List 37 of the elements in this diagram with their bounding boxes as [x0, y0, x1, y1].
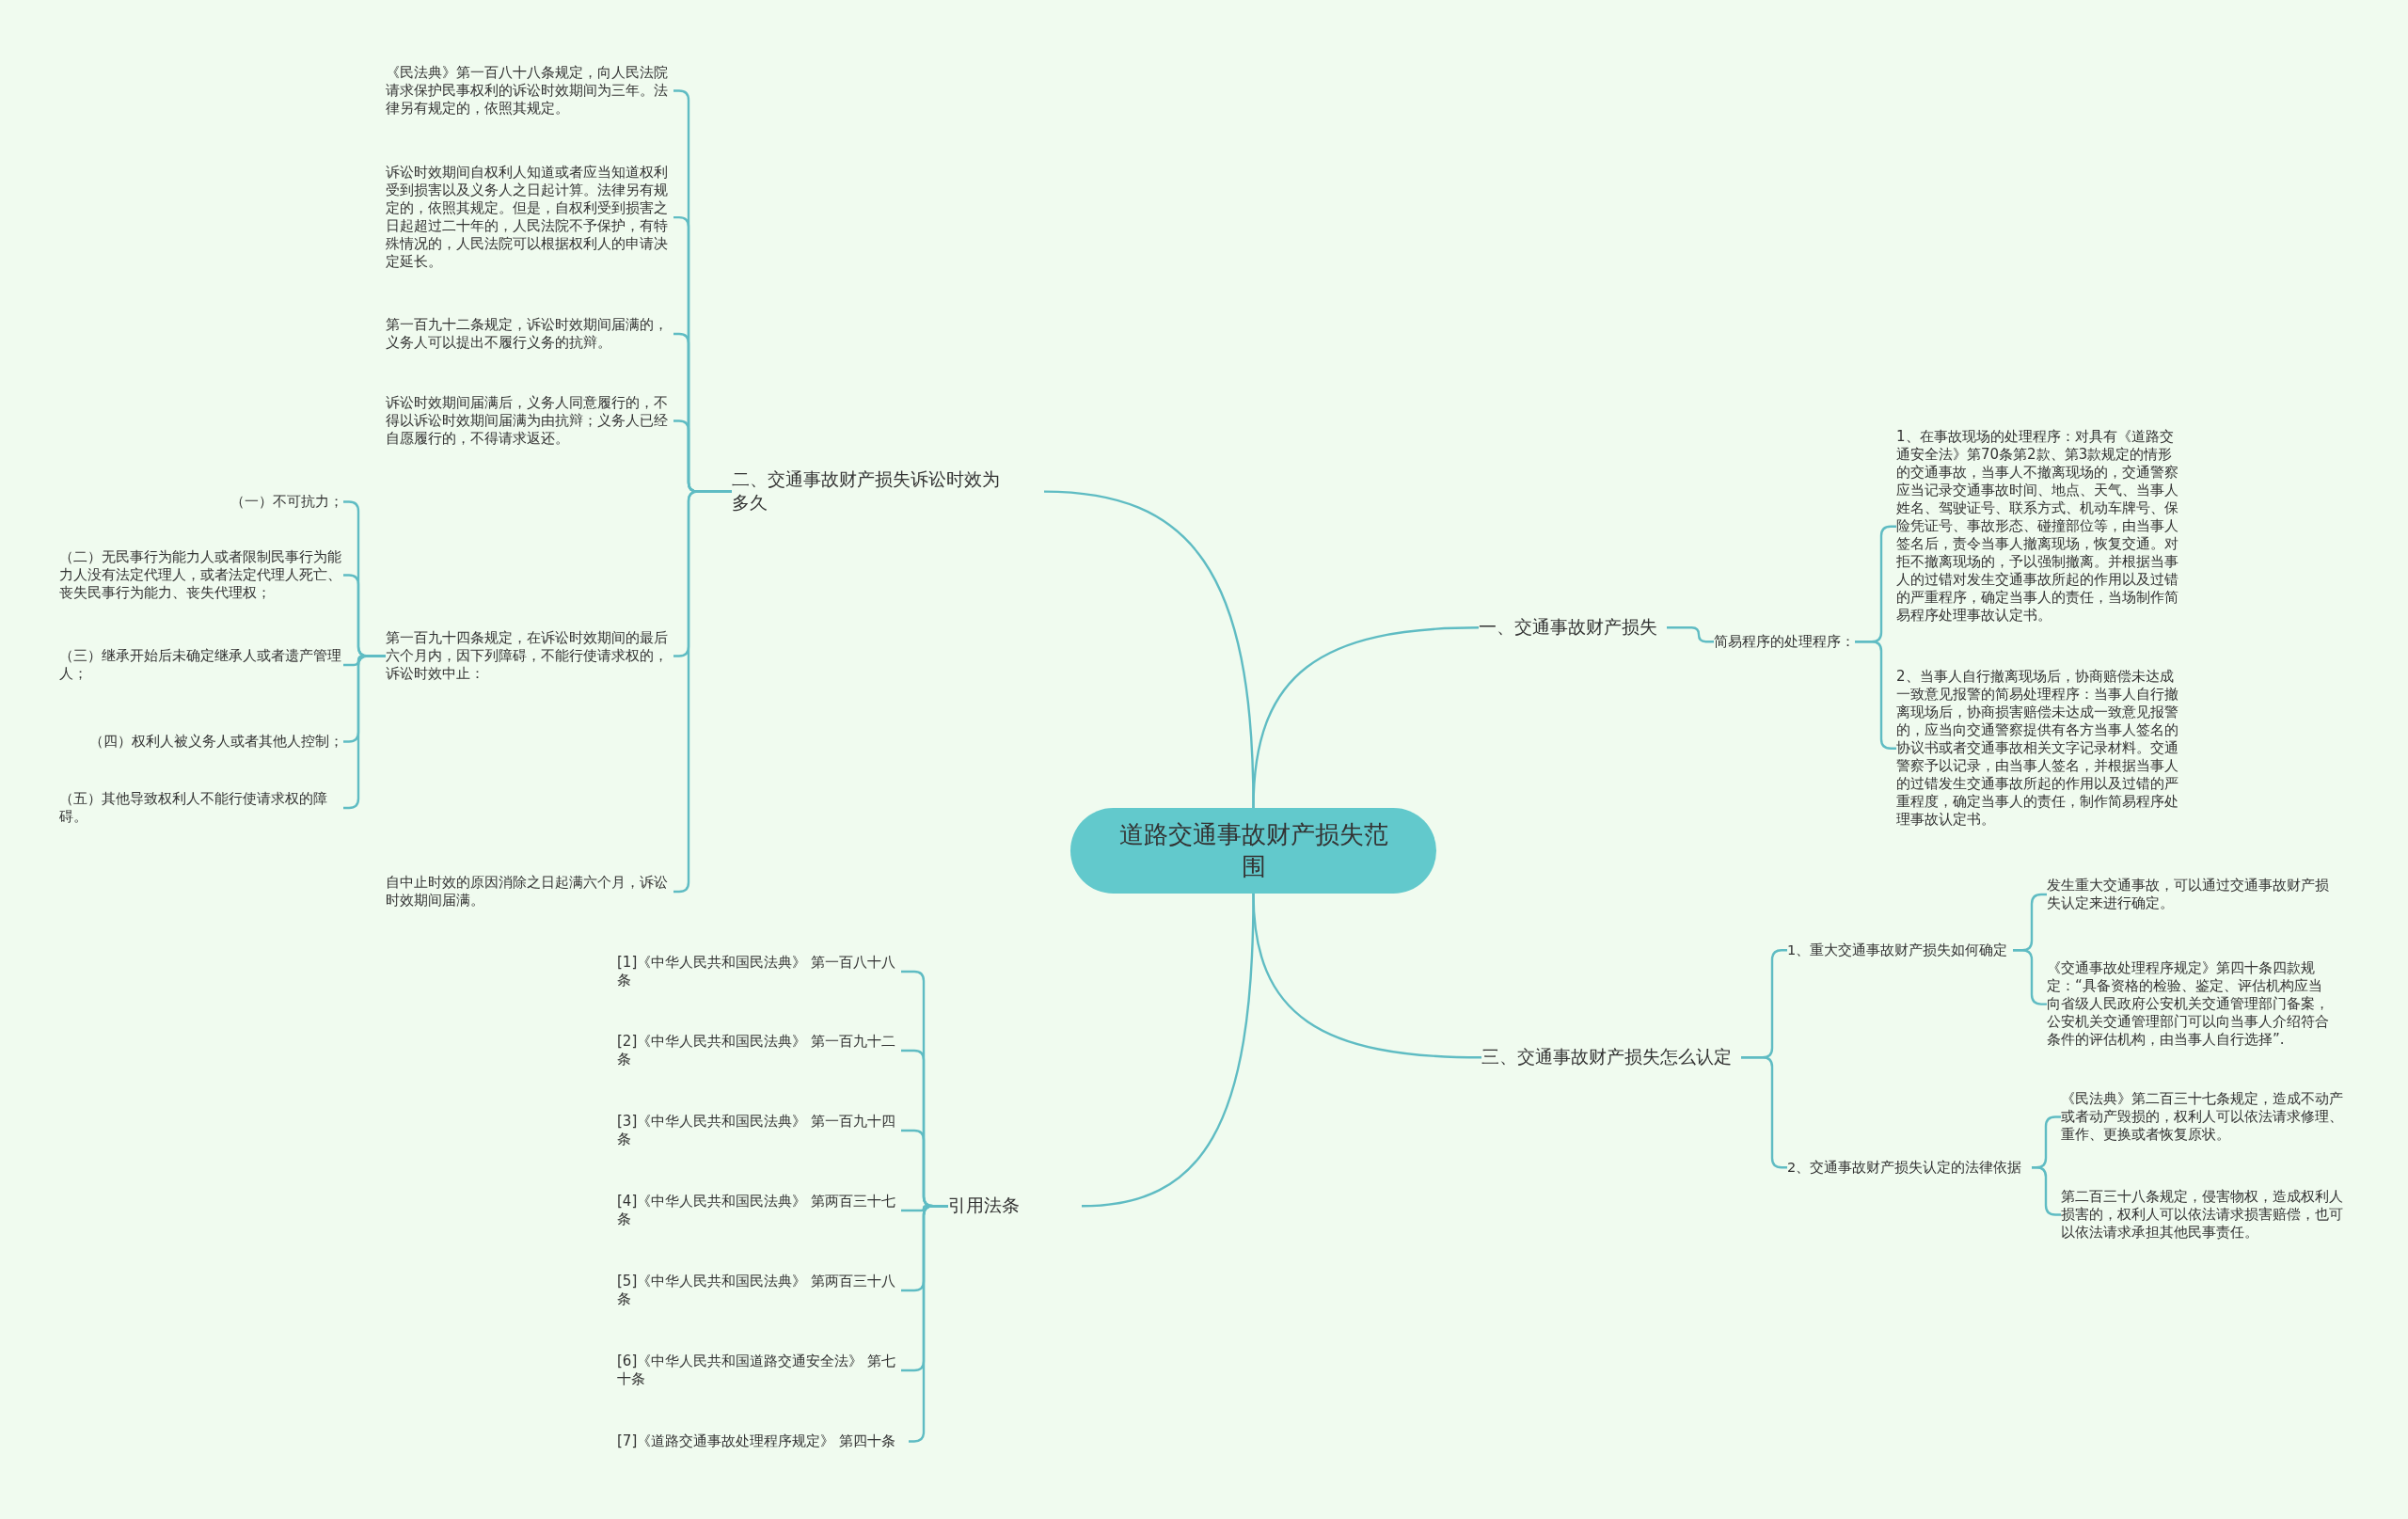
- note-text: 第一百九十二条规定，诉讼时效期间届满的，义务人可以提出不履行义务的抗辩。: [386, 316, 673, 353]
- note-text: （二）无民事行为能力人或者限制民事行为能力人没有法定代理人，或者法定代理人死亡、丧失民事行为能力、丧失代理权；: [59, 548, 343, 603]
- connector-line: [1043, 490, 1255, 809]
- branch-label: 二、交通事故财产损失诉讼时效为多久: [732, 468, 1044, 515]
- note-text: [4]《中华人民共和国民法典》 第两百三十七条: [617, 1193, 901, 1229]
- note-text: 诉讼时效期间自权利人知道或者应当知道权利受到损害以及义务人之日起计算。法律另有规定的，依照其规定。但是，自权利受到损害之日起超过二十年的，人民法院不予保护，有特殊情况的，人民法院可以根据权利人的申请决定延长。: [386, 164, 673, 272]
- note-text: 自中止时效的原因消除之日起满六个月，诉讼时效期间届满。: [386, 874, 673, 910]
- note-text: （五）其他导致权利人不能行使请求权的障碍。: [59, 790, 343, 827]
- connector-line: [2032, 1166, 2061, 1216]
- connector-line: [1081, 893, 1255, 1208]
- subtopic-label: 2、交通事故财产损失认定的法律依据: [1787, 1159, 2032, 1177]
- branch-label: 一、交通事故财产损失: [1479, 616, 1667, 640]
- connector-line: [2013, 949, 2047, 1005]
- note-text: （三）继承开始后未确定继承人或者遗产管理人；: [59, 647, 343, 684]
- subtopic-label: 简易程序的处理程序：: [1714, 633, 1855, 651]
- note-text: （四）权利人被义务人或者其他人控制；: [89, 733, 343, 752]
- branch-label: 引用法条: [948, 1195, 1082, 1218]
- note-text: [5]《中华人民共和国民法典》 第两百三十八条: [617, 1273, 901, 1309]
- note-text: [7]《道路交通事故处理程序规定》 第四十条: [617, 1432, 909, 1451]
- note-text: 2、当事人自行撤离现场后，协商赔偿未达成一致意见报警的简易处理程序：当事人自行撤离现场后，协商损害赔偿未达成一致意见报警的，应当向交通警察提供有各方当事人签名的协议书或者交通事故相关文字记录材料。交通警察予以记录，由当事人签名，并根据当事人的过错发生交通事故所起的作用以及过错的严重程度，确定当事人的责任，制作简易程序处理事故认定书。: [1896, 668, 2184, 830]
- note-text: 1、在事故现场的处理程序：对具有《道路交通安全法》第70条第2款、第3款规定的情形的交通事故，当事人不撤离现场的，交通警察应当记录交通事故时间、地点、天气、当事人姓名、驾驶证号、联系方式、机动车牌号、保险凭证号、事故形态、碰撞部位等，由当事人签名后，责令当事人撤离现场，恢复交通。对拒不撤离现场的，予以强制撤离。并根据当事人的过错对发生交通事故所起的作用以及过错的严重程序，确定当事人的责任，当场制作简易程序处理事故认定书。: [1896, 428, 2184, 625]
- connector-line: [1667, 626, 1714, 643]
- subtopic-label: 1、重大交通事故财产损失如何确定: [1787, 941, 2013, 959]
- note-text: 《民法典》第二百三十七条规定，造成不动产或者动产毁损的，权利人可以依法请求修理、重作、更换或者恢复原状。: [2061, 1090, 2349, 1145]
- note-text: [1]《中华人民共和国民法典》 第一百八十八条: [617, 954, 901, 990]
- note-text: [6]《中华人民共和国道路交通安全法》 第七十条: [617, 1353, 901, 1389]
- note-text: [2]《中华人民共和国民法典》 第一百九十二条: [617, 1033, 901, 1069]
- note-text: 第一百九十四条规定，在诉讼时效期间的最后六个月内，因下列障碍，不能行使请求权的，诉讼时效中止：: [386, 629, 673, 684]
- note-text: [3]《中华人民共和国民法典》 第一百九十四条: [617, 1113, 901, 1149]
- branch-label: 三、交通事故财产损失怎么认定: [1481, 1046, 1741, 1069]
- root-topic: 道路交通事故财产损失范围: [1070, 808, 1436, 894]
- note-text: 《交通事故处理程序规定》第四十条四款规定：“具备资格的检验、鉴定、评估机构应当向省级人民政府公安机关交通管理部门备案，公安机关交通管理部门可以向当事人介绍符合条件的评估机构，由当事人自行选择”.: [2047, 959, 2335, 1050]
- note-text: （一）不可抗力；: [230, 493, 343, 512]
- note-text: 发生重大交通事故，可以通过交通事故财产损失认定来进行确定。: [2047, 877, 2335, 913]
- note-text: 诉讼时效期间届满后，义务人同意履行的，不得以诉讼时效期间届满为由抗辩；义务人已经自愿履行的，不得请求返还。: [386, 394, 673, 449]
- note-text: 第二百三十八条规定，侵害物权，造成权利人损害的，权利人可以依法请求损害赔偿，也可以依法请求承担其他民事责任。: [2061, 1188, 2349, 1242]
- note-text: 《民法典》第一百八十八条规定，向人民法院请求保护民事权利的诉讼时效期间为三年。法律另有规定的，依照其规定。: [386, 64, 673, 119]
